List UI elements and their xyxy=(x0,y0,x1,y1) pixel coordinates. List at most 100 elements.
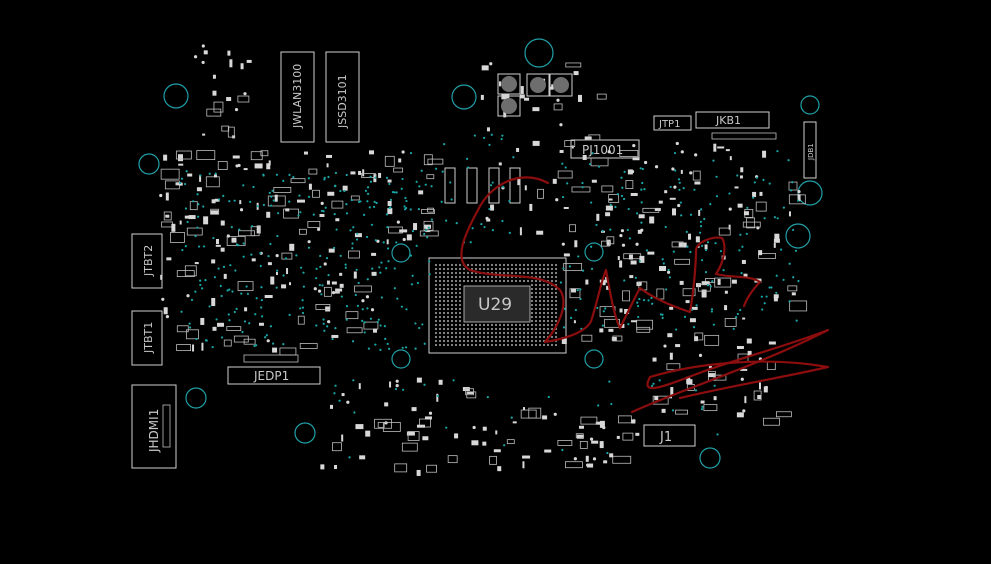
smd-pad xyxy=(616,435,620,439)
smd-pad xyxy=(210,210,219,215)
smd-pad xyxy=(346,400,350,404)
via xyxy=(333,392,336,395)
smd-pad xyxy=(387,200,392,206)
smd-pad xyxy=(689,318,696,323)
smd-pad xyxy=(740,377,744,381)
smd-pad xyxy=(739,175,743,179)
smd-pad xyxy=(517,178,521,186)
component-outline xyxy=(223,339,232,347)
via xyxy=(570,316,573,320)
smd-pad xyxy=(179,220,182,225)
via xyxy=(665,288,668,291)
jtbt1-label: JTBT1 xyxy=(142,322,155,354)
via xyxy=(215,318,218,321)
via xyxy=(700,208,703,211)
smd-pad xyxy=(694,336,699,342)
smd-pad xyxy=(200,317,205,325)
component-outline xyxy=(260,150,269,157)
smd-pad xyxy=(524,185,527,191)
inductor-outline xyxy=(549,73,573,97)
via xyxy=(400,305,404,308)
via xyxy=(466,166,470,169)
via xyxy=(339,189,342,193)
smd-pad xyxy=(763,386,768,393)
via xyxy=(651,384,654,387)
via xyxy=(680,214,683,217)
via xyxy=(344,263,347,266)
via xyxy=(199,283,202,287)
via xyxy=(181,248,184,252)
via xyxy=(379,348,382,351)
via xyxy=(242,242,245,245)
smd-pad xyxy=(398,158,402,163)
via xyxy=(639,167,642,170)
smd-pad xyxy=(631,320,638,323)
via xyxy=(638,259,641,263)
smd-pad xyxy=(524,97,530,101)
smd-pad xyxy=(384,421,388,425)
component-outline xyxy=(671,241,684,248)
via xyxy=(396,297,399,300)
via xyxy=(716,433,719,436)
via xyxy=(609,203,612,206)
via xyxy=(452,379,455,382)
jhdmi1-label: JHDMI1 xyxy=(147,409,161,453)
via xyxy=(409,208,412,211)
via xyxy=(374,343,377,346)
via xyxy=(662,262,665,265)
smd-pad xyxy=(680,150,684,154)
smd-pad xyxy=(658,200,663,204)
via xyxy=(260,306,263,309)
via xyxy=(712,323,715,326)
via xyxy=(409,254,413,257)
via xyxy=(261,315,264,318)
via xyxy=(643,188,646,191)
smd-pad xyxy=(624,309,630,315)
smd-pad xyxy=(667,333,673,338)
smd-pad xyxy=(740,167,744,173)
smd-pad xyxy=(725,149,730,152)
smd-pad xyxy=(773,297,778,302)
via xyxy=(405,199,408,203)
smd-pad xyxy=(661,408,666,413)
via xyxy=(738,249,741,252)
via xyxy=(301,311,305,315)
via xyxy=(443,143,446,146)
via xyxy=(609,228,612,231)
smd-pad xyxy=(186,294,190,298)
smd-pad xyxy=(485,216,489,220)
smd-pad xyxy=(669,197,676,200)
via xyxy=(405,308,408,311)
via xyxy=(714,242,717,245)
smd-pad xyxy=(685,300,690,304)
via xyxy=(202,245,206,248)
via xyxy=(794,249,798,252)
component-outline xyxy=(569,224,576,233)
via xyxy=(428,273,431,276)
smd-pad xyxy=(599,328,604,333)
component-outline xyxy=(652,395,669,405)
via xyxy=(349,229,352,232)
jtp1-connector: JTP1 xyxy=(653,115,692,131)
via xyxy=(581,269,585,272)
smd-pad xyxy=(418,190,424,195)
smd-pad xyxy=(317,227,321,231)
via xyxy=(345,212,349,215)
smd-pad xyxy=(267,262,272,266)
via xyxy=(199,279,202,282)
smd-pad xyxy=(635,242,639,246)
via xyxy=(386,247,390,250)
smd-pad xyxy=(654,396,659,401)
via xyxy=(345,318,348,321)
jtbt2-label: JTBT2 xyxy=(142,245,155,277)
component-outline xyxy=(238,230,255,237)
via xyxy=(242,184,245,187)
via xyxy=(233,199,236,202)
smd-pad xyxy=(214,198,220,202)
via xyxy=(490,133,493,136)
jwlan-label: JWLAN3100 xyxy=(291,64,304,129)
via xyxy=(389,198,393,201)
smd-pad xyxy=(542,415,548,420)
component-outline xyxy=(763,417,780,426)
component-outline xyxy=(176,344,191,351)
